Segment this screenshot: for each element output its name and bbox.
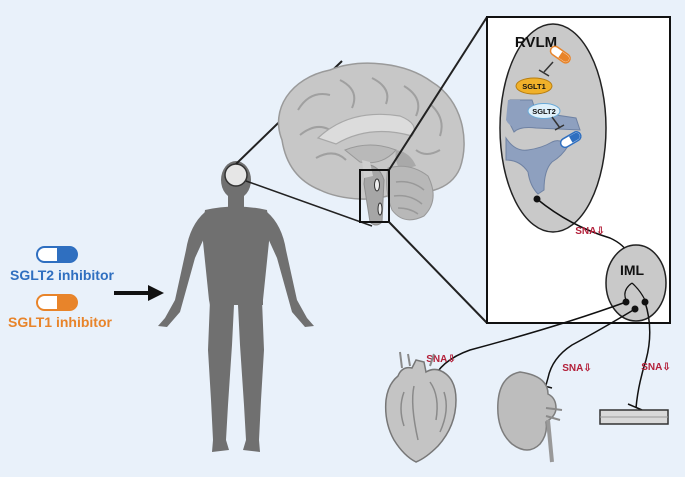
brainstem-zoom-box bbox=[359, 169, 390, 223]
sna-decrease-label: SNA⇩ bbox=[575, 226, 605, 237]
brainstem-nucleus-marker bbox=[377, 202, 383, 216]
zoom-line bbox=[388, 16, 488, 171]
inhibition-line bbox=[551, 116, 561, 129]
inhibition-bar bbox=[538, 69, 550, 77]
zoom-line bbox=[388, 221, 488, 324]
iml-label: IML bbox=[620, 262, 645, 278]
rvlm-neuron bbox=[505, 136, 569, 195]
nerve-to-kidney bbox=[543, 308, 636, 393]
brain-illustration bbox=[277, 62, 465, 226]
brain-location-marker bbox=[224, 163, 248, 187]
iml-fibers bbox=[624, 282, 646, 301]
sglt1-pill-icon bbox=[36, 294, 78, 311]
nerve-terminal bbox=[627, 403, 643, 411]
inhibition-line bbox=[543, 61, 554, 73]
sglt1-transporter bbox=[515, 77, 553, 95]
nerve-to-vessel bbox=[635, 301, 651, 409]
sglt2-transporter bbox=[527, 103, 561, 119]
kidney-illustration bbox=[497, 371, 563, 463]
sglt2-pill-icon bbox=[559, 131, 582, 149]
glial-cell bbox=[506, 100, 520, 128]
rvlm-label: RVLM bbox=[515, 34, 557, 51]
iml-region bbox=[605, 244, 667, 322]
zoom-line bbox=[245, 180, 373, 227]
sglt1-pill-icon bbox=[549, 45, 571, 64]
arrow-right-icon bbox=[114, 285, 164, 301]
sna-decrease-label: SNA⇩ bbox=[426, 354, 456, 365]
sglt2-pill-icon bbox=[36, 246, 78, 263]
heart-illustration bbox=[384, 351, 457, 463]
sglt1-transporter-label: SGLT1 bbox=[522, 82, 546, 91]
blood-vessel-illustration bbox=[599, 409, 669, 425]
sglt2-transporter-label: SGLT2 bbox=[532, 107, 556, 116]
sna-decrease-label: SNA⇩ bbox=[641, 362, 671, 373]
sglt2-inhibitor-label: SGLT2 inhibitor bbox=[10, 267, 115, 283]
inhibition-bar bbox=[554, 124, 565, 131]
sglt1-inhibitor-label: SGLT1 inhibitor bbox=[8, 314, 113, 330]
brainstem-nucleus-marker bbox=[374, 178, 380, 192]
sna-decrease-label: SNA⇩ bbox=[562, 363, 592, 374]
